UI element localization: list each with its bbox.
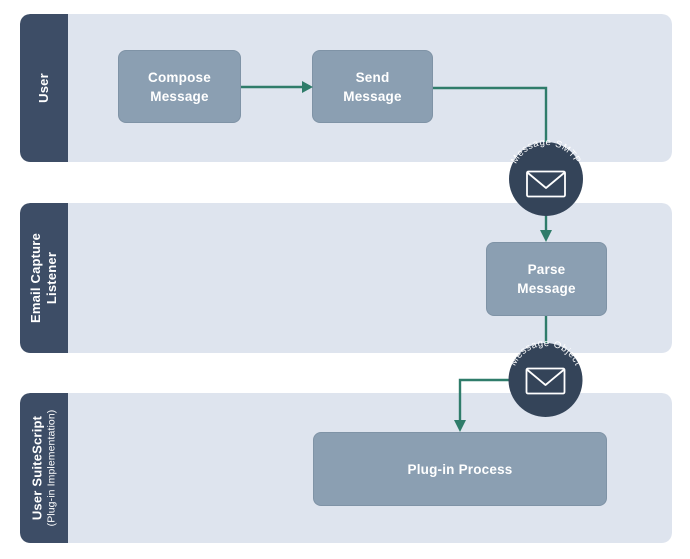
swimlane-user-label: User [35, 73, 51, 103]
node-plugin-process-label: Plug-in Process [407, 461, 513, 477]
node-parse-message-label: Parse Message [517, 262, 576, 296]
swimlane-email-capture-listener-label: Email Capture Listener [27, 233, 59, 324]
envelope-icon [525, 367, 566, 395]
swimlane-user-suitescript-label: User SuiteScript (Plug-in Implementation… [29, 393, 58, 543]
swimlane-user-suitescript-subtitle: (Plug-in Implementation) [45, 409, 58, 527]
node-plugin-process: Plug-in Process [313, 432, 607, 506]
swimlane-user-suitescript-title: User SuiteScript [29, 415, 45, 521]
node-parse-message: Parse Message [486, 242, 607, 316]
envelope-icon [526, 170, 566, 198]
swimlane-user-suitescript-label-strip: User SuiteScript (Plug-in Implementation… [20, 393, 68, 543]
swimlane-user-label-strip: User [20, 14, 68, 162]
node-compose-message-label: Compose Message [148, 69, 211, 104]
swimlane-email-capture-listener-label-strip: Email Capture Listener [20, 203, 68, 353]
node-send-message-label: Send Message [343, 69, 402, 104]
node-compose-message: Compose Message [118, 50, 241, 123]
node-send-message: Send Message [312, 50, 433, 123]
